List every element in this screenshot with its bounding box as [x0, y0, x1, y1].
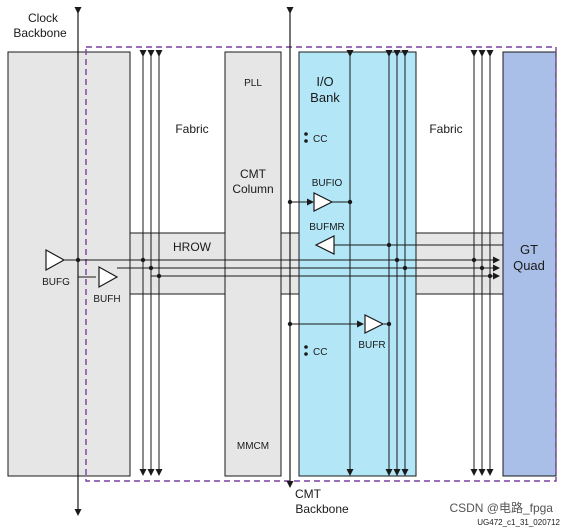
gt-quad: [502, 51, 557, 477]
junction-dots: [75, 199, 493, 327]
cc-dots: [304, 132, 308, 356]
cmt-backbone-label-2: Backbone: [295, 502, 349, 516]
mmcm-label: MMCM: [237, 441, 269, 452]
hrow-label: HROW: [173, 240, 212, 254]
bufio-icon: [313, 192, 334, 212]
cc-bottom-label: CC: [313, 347, 327, 358]
hrow-lines: [78, 256, 500, 280]
gt-quad-label-1: GT: [520, 242, 538, 257]
bufr-label: BUFR: [358, 340, 385, 351]
left-clock-region: [7, 51, 131, 477]
bufmr-icon: [314, 235, 335, 255]
fabric-right-label: Fabric: [429, 122, 462, 136]
clock-region-border: [85, 46, 557, 482]
io-bank: [298, 51, 417, 477]
io-bank-label-2: Bank: [310, 90, 340, 105]
right-clock-spines: [470, 50, 494, 476]
pll-label: PLL: [244, 78, 262, 89]
bufg-label: BUFG: [42, 277, 70, 288]
clock-backbone-label-1: Clock: [28, 11, 59, 25]
bufmr-label: BUFMR: [309, 222, 345, 233]
bufr-icon: [364, 314, 385, 334]
bufh-icon: [98, 265, 119, 289]
io-bank-label-1: I/O: [316, 74, 333, 89]
cmt-column: [224, 51, 282, 477]
cmt-backbone-label-1: CMT: [295, 487, 322, 501]
left-clock-spines: [139, 50, 163, 476]
bufio-label: BUFIO: [312, 178, 343, 189]
figure-id-text: UG472_c1_31_020712: [477, 518, 560, 527]
fabric-left-label: Fabric: [175, 122, 208, 136]
gt-quad-label-2: Quad: [513, 258, 545, 273]
bufg-icon: [45, 248, 66, 272]
clock-backbone-label-2: Backbone: [13, 26, 67, 40]
cmt-column-label-2: Column: [232, 182, 273, 196]
io-bank-spines: [346, 50, 409, 476]
cmt-column-label-1: CMT: [240, 167, 267, 181]
bufh-label: BUFH: [93, 294, 120, 305]
watermark-text: CSDN @电路_fpga: [449, 500, 553, 515]
cc-top-label: CC: [313, 134, 327, 145]
